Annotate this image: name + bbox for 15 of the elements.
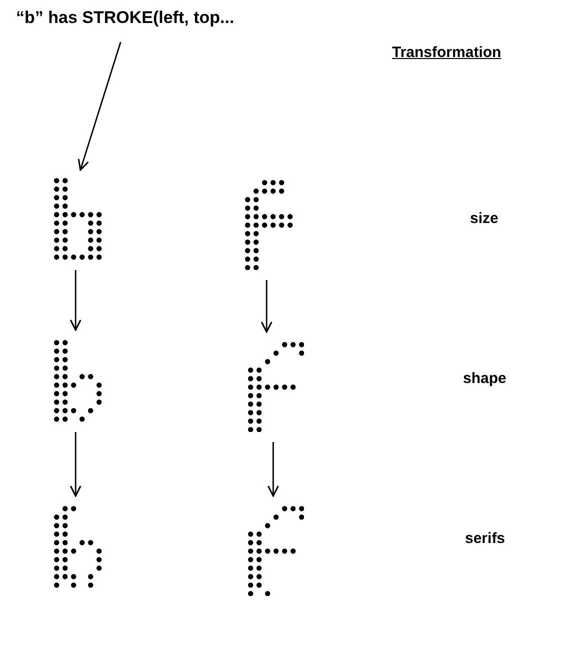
transformation-label: size: [470, 210, 498, 227]
dot-matrix-letter-drawing: [248, 342, 304, 432]
dot-matrix-letter-drawing: [245, 180, 293, 270]
column-heading: Transformation: [392, 44, 502, 61]
arrow: [260, 280, 272, 333]
transformation-label: shape: [463, 370, 506, 387]
annotation-text: “b” has STROKE(left, top...: [16, 8, 234, 28]
arrow: [78, 42, 122, 171]
arrow: [267, 442, 279, 497]
dot-matrix-letter-drawing: [54, 340, 102, 422]
arrow: [70, 432, 82, 497]
arrow: [70, 270, 82, 331]
dot-matrix-letter-drawing: [248, 506, 304, 596]
dot-matrix-letter-drawing: [54, 178, 102, 260]
transformation-label: serifs: [465, 530, 506, 547]
